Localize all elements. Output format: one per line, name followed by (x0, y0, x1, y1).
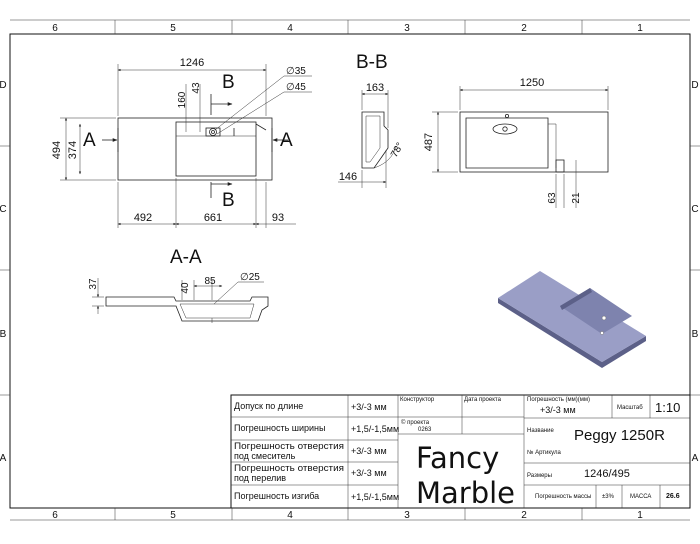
section-a-marker-right: A (280, 130, 293, 151)
name-label: Название (527, 428, 554, 434)
mass-tolerance-label: Погрешность массы (535, 494, 591, 500)
tolerance-value-overflow: +3/-3 мм (351, 468, 387, 478)
zone-col-2-bottom: 2 (521, 510, 527, 521)
section-a-marker-left: A (83, 130, 96, 151)
section-bb-title: B-B (356, 52, 388, 73)
project-number: 0263 (418, 427, 432, 433)
scale-value: 1:10 (655, 400, 680, 415)
tolerance-value-tap-hole: +3/-3 мм (351, 446, 387, 456)
front-view: 1250 487 63 21 (423, 77, 609, 208)
sink-render-front (498, 298, 602, 368)
section-aa-view: A-A 37 40 85 ∅25 (88, 247, 269, 323)
dim-overall-width: 1246 (180, 57, 204, 69)
tolerance-label-tap-hole: Погрешность отверстия (234, 441, 344, 451)
zone-col-6-top: 6 (52, 23, 58, 34)
zone-col-4-top: 4 (287, 23, 293, 34)
tolerance-value-width: +1,5/-1,5мм (351, 424, 399, 434)
thickness-label: Погрешность (мм)(мм) (527, 397, 590, 403)
zone-row-a-left: A (0, 453, 7, 464)
tolerance-label-overflow-2: под перелив (234, 473, 286, 483)
sink-render-bowl-wall (560, 288, 592, 310)
dim-front-width: 1250 (520, 77, 544, 89)
zone-row-c-left: C (0, 204, 7, 215)
date-label: Дата проекта (464, 397, 502, 403)
tolerance-value-bend: +1,5/-1,5мм (351, 492, 399, 502)
zone-col-1-top: 1 (637, 23, 643, 34)
zone-column-labels-top: 6 5 4 3 2 1 (52, 23, 643, 34)
zone-col-5-bottom: 5 (170, 510, 176, 521)
sink-render-side (602, 336, 646, 368)
dim-overflow-offset: 43 (191, 82, 202, 94)
sink-render-top (498, 271, 646, 362)
zone-row-d-left: D (0, 80, 7, 91)
dim-tap-hole: ∅35 (286, 66, 306, 77)
tolerance-label-overflow: Погрешность отверстия (234, 463, 344, 473)
sink-render-tap-hole (601, 315, 607, 321)
tolerance-label-width: Погрешность ширины (234, 423, 326, 433)
dim-aa-hole-offset: 85 (204, 276, 216, 287)
zone-col-3-top: 3 (404, 23, 410, 34)
mass-value: 26.6 (666, 493, 680, 500)
scale-label: Масштаб (617, 405, 643, 411)
brand-name-line2: Marble (416, 476, 515, 510)
thickness-value: +3/-3 мм (540, 405, 576, 415)
zone-row-b-left: B (0, 329, 7, 340)
section-aa-title: A-A (170, 247, 202, 268)
zone-col-6-bottom: 6 (52, 510, 58, 521)
dim-bb-angle: 78° (389, 141, 406, 160)
section-bb-view: B-B 163 146 78° (338, 52, 406, 188)
title-block: Допуск по длине +3/-3 мм Погрешность шир… (230, 394, 691, 510)
zone-col-5-top: 5 (170, 23, 176, 34)
section-b-marker-bottom: B (222, 190, 235, 211)
dim-height: 494 (51, 141, 63, 159)
sink-render-drain (600, 331, 604, 335)
zone-col-2-top: 2 (521, 23, 527, 34)
tolerance-label-bend: Погрешность изгиба (234, 491, 319, 501)
dim-bb-base: 146 (339, 171, 357, 183)
dim-front-height: 487 (423, 133, 435, 151)
dim-bb-depth: 163 (366, 82, 384, 94)
drawing-frame (0, 19, 700, 521)
dim-aa-depth: 40 (180, 282, 191, 294)
zone-column-labels-bottom: 6 5 4 3 2 1 (52, 510, 643, 521)
mass-label: МАССА (630, 494, 651, 500)
dim-left-width: 492 (134, 212, 152, 224)
size-value: 1246/495 (584, 468, 630, 480)
tolerance-label-tap-hole-2: под смеситель (234, 451, 296, 461)
zone-row-b-right: B (692, 329, 699, 340)
top-view: A A B B 1246 160 43 ∅35 ∅45 494 374 (51, 57, 312, 228)
dim-aa-hole: ∅25 (240, 272, 260, 283)
mass-tolerance-value: ±3% (602, 494, 615, 500)
zone-row-c-right: C (691, 204, 698, 215)
zone-col-1-bottom: 1 (637, 510, 643, 521)
zone-row-labels-right: D C B A (691, 80, 698, 464)
zone-row-d-right: D (691, 80, 698, 91)
dim-drain-height: 63 (547, 192, 558, 204)
designer-label: Конструктор (400, 397, 435, 403)
dim-bowl-width: 661 (204, 212, 222, 224)
product-name: Peggy 1250R (574, 427, 665, 444)
zone-col-3-bottom: 3 (404, 510, 410, 521)
zone-row-a-right: A (692, 453, 699, 464)
dim-tap-offset: 160 (177, 91, 188, 108)
section-b-marker-top: B (222, 72, 235, 93)
dim-inner-height: 374 (67, 141, 79, 159)
tolerance-label-length: Допуск по длине (234, 401, 303, 411)
project-label: © проекта (401, 419, 430, 426)
article-label: № Артикула (527, 449, 561, 456)
zone-col-4-bottom: 4 (287, 510, 293, 521)
dim-overflow-hole: ∅45 (286, 82, 306, 93)
zone-row-labels-left: D C B A (0, 80, 7, 464)
dim-drain-width: 21 (571, 192, 582, 204)
dim-aa-rim: 37 (88, 278, 99, 290)
tolerance-value-length: +3/-3 мм (351, 402, 387, 412)
sink-3d-render (498, 271, 646, 368)
dim-right-width: 93 (272, 212, 284, 224)
brand-name-line1: Fancy (416, 441, 499, 475)
size-label: Размеры (527, 473, 552, 479)
